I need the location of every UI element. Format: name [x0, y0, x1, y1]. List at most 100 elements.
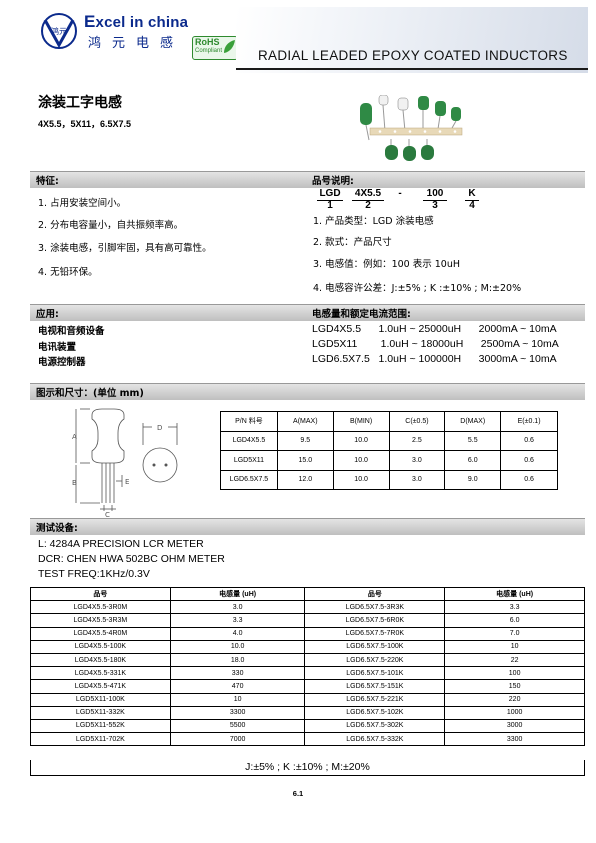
application-item-1: 电视和音频设备	[38, 326, 105, 337]
section-bar-test	[30, 518, 585, 535]
table-left-rule	[30, 760, 31, 776]
pn-item-4: 4. 电感容许公差：J:±5% ; K :±10% ; M:±20%	[313, 283, 522, 294]
ind-col-pn-right: 品号	[304, 586, 446, 602]
table-cell: 0.6	[500, 469, 558, 490]
table-cell: LGD5X11-332K	[30, 705, 171, 720]
table-cell: 12.0	[276, 469, 334, 490]
table-cell: LGD6.5X7.5-102K	[304, 705, 446, 720]
table-cell: 3.3	[169, 613, 306, 628]
ind-col-pn-left: 品号	[30, 586, 171, 602]
dimensions-heading: 图示和尺寸：(单位 mm)	[36, 388, 144, 399]
table-cell: LGD6.5X7.5-220K	[304, 652, 446, 668]
header-rule	[236, 68, 588, 70]
pn-code-value: 100	[426, 188, 444, 199]
product-row-lower	[385, 139, 434, 161]
pn-underline-2	[352, 200, 384, 201]
table-cell: 1000	[444, 705, 585, 720]
rohs-badge-sub: Compliant	[195, 48, 223, 54]
table-cell: LGD4X5.5	[220, 430, 278, 451]
table-cell: LGD6.5X7.5-221K	[304, 692, 446, 707]
pn-underline-3	[423, 200, 447, 201]
table-cell: LGD6.5X7.5-101K	[304, 666, 446, 681]
test-line-3: TEST FREQ:1KHz/0.3V	[38, 568, 150, 580]
test-heading: 测试设备:	[36, 523, 78, 534]
table-cell: LGD4X5.5-3R0M	[30, 600, 171, 615]
table-cell: LGD4X5.5-471K	[30, 679, 171, 694]
table-cell: 10.0	[332, 430, 390, 451]
logo-text: 鸿元	[51, 26, 67, 36]
table-cell: 3.0	[388, 450, 446, 471]
page-number: 6.1	[292, 789, 304, 798]
dim-col-d: D(MAX)	[444, 411, 502, 432]
table-cell: LGD6.5X7.5-100K	[304, 639, 446, 654]
header-band	[236, 7, 588, 73]
test-line-1: L: 4284A PRECISION LCR METER	[38, 538, 204, 550]
table-cell: 0.6	[500, 450, 558, 471]
table-cell: 220	[444, 692, 585, 707]
table-cell: 10	[444, 639, 585, 654]
section-bar-dimensions	[30, 383, 585, 400]
brand-name-rest: xcel in china	[95, 14, 189, 31]
dim-col-c: C(±0.5)	[388, 411, 446, 432]
table-cell: LGD4X5.5-100K	[30, 639, 171, 654]
section-bar-applications	[30, 304, 585, 321]
table-cell: 9.0	[444, 469, 502, 490]
product-tape-strip	[369, 127, 463, 136]
brand-name: Excel in china	[84, 12, 188, 32]
pn-sub-1: 1	[327, 200, 333, 211]
table-right-rule	[584, 760, 585, 776]
table-row: LGD4X5.5 9.5 10.0 2.5 5.5 0.6	[220, 430, 558, 451]
pn-code-size: 4X5.5	[354, 188, 382, 199]
table-cell: 7.0	[444, 626, 585, 641]
table-cell: LGD4X5.5-3R3M	[30, 613, 171, 628]
dimensions-table: P/N 料号 A(MAX) B(MIN) C(±0.5) D(MAX) E(±0…	[220, 411, 558, 490]
pn-sub-4: 4	[469, 200, 475, 211]
table-cell: 470	[169, 679, 306, 694]
range-item-2: LGD5X11 1.0uH ~ 18000uH 2500mA ~ 10mA	[312, 338, 559, 350]
product-row-upper	[360, 95, 461, 141]
dimension-diagram: A B C D E	[72, 408, 178, 517]
table-cell: 6.0	[444, 450, 502, 471]
product-sizes: 4X5.5，5X11，6.5X7.5	[38, 119, 132, 129]
product-title: 涂装工字电感	[38, 95, 122, 111]
table-cell: 4.0	[169, 626, 306, 641]
table-row: LGD6.5X7.5 12.0 10.0 3.0 9.0 0.6	[220, 469, 558, 490]
features-heading: 特征:	[36, 176, 59, 187]
table-cell: 3.3	[444, 600, 585, 615]
table-cell: LGD6.5X7.5-151K	[304, 679, 446, 694]
table-cell: LGD4X5.5-180K	[30, 652, 171, 668]
feature-item-1: 1. 占用安装空间小。	[38, 198, 127, 209]
table-bottom-rule	[30, 775, 585, 776]
diagram-label-e: E	[125, 478, 129, 486]
table-cell: LGD5X11-552K	[30, 718, 171, 734]
ranges-heading: 电感量和额定电流范围:	[312, 309, 411, 320]
dimensions-header-row: P/N 料号 A(MAX) B(MIN) C(±0.5) D(MAX) E(±0…	[220, 411, 558, 432]
table-cell: 3300	[444, 732, 585, 747]
applications-heading: 应用:	[36, 309, 59, 320]
table-row: LGD5X11 15.0 10.0 3.0 6.0 0.6	[220, 450, 558, 471]
table-cell: LGD6.5X7.5	[220, 469, 278, 490]
pn-item-3: 3. 电感值：例如：100 表示 10uH	[313, 259, 461, 270]
range-item-1: LGD4X5.5 1.0uH ~ 25000uH 2000mA ~ 10mA	[312, 323, 557, 335]
table-cell: 150	[444, 679, 585, 694]
test-line-2: DCR: CHEN HWA 502BC OHM METER	[38, 553, 225, 565]
ind-col-value-right: 电感量 (uH)	[444, 586, 585, 602]
dim-col-pn: P/N 料号	[220, 411, 278, 432]
part-number-heading: 品号说明:	[312, 176, 354, 187]
dim-col-a: A(MAX)	[276, 411, 334, 432]
table-cell: 5.5	[444, 430, 502, 451]
diagram-label-d: D	[157, 424, 162, 432]
inductance-header-row: 品号 电感量 (uH) 品号 电感量 (uH)	[30, 586, 585, 602]
table-cell: 9.5	[276, 430, 334, 451]
